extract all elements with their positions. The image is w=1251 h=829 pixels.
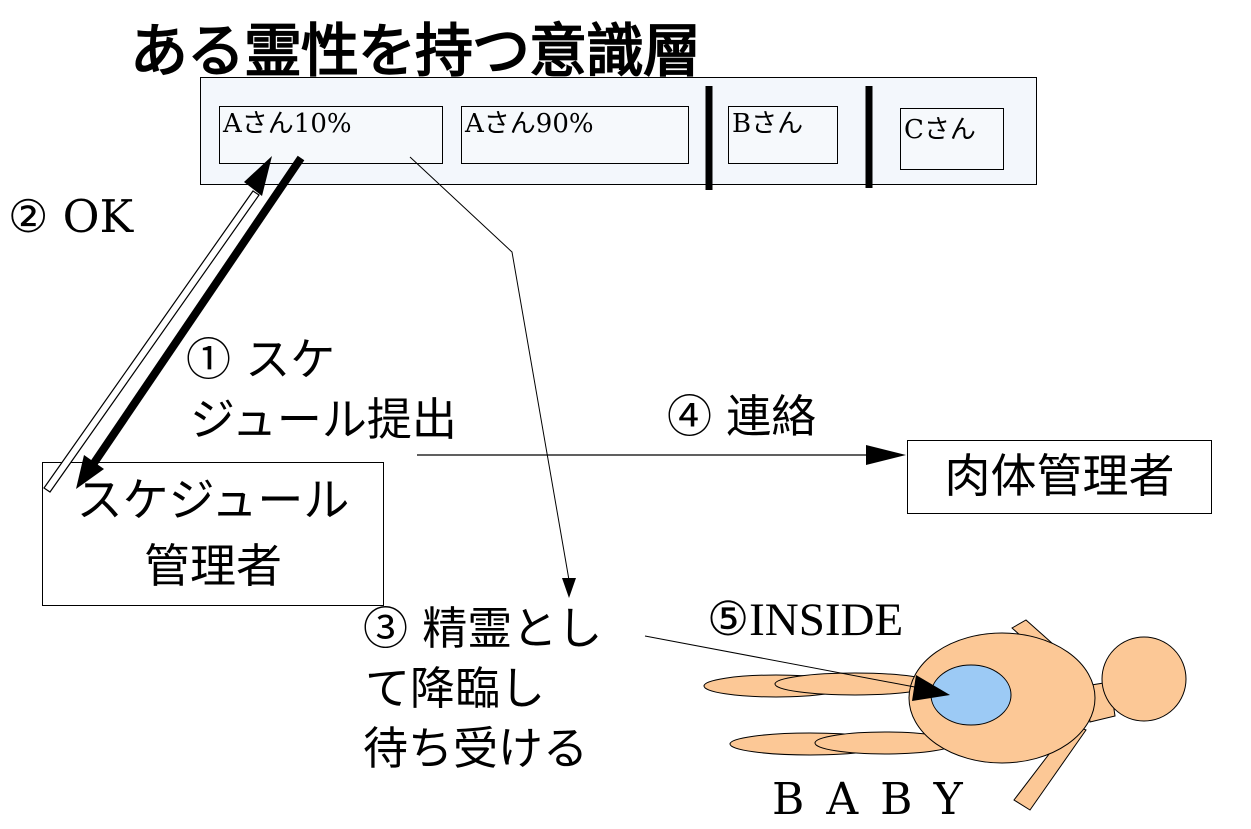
- diagram-title: ある霊性を持つ意識層: [130, 17, 701, 85]
- baby-figure: [703, 619, 1187, 811]
- submit-label-line1: ① スケ: [186, 333, 336, 386]
- descend-connector: [409, 156, 570, 581]
- inside-label: ⑤INSIDE: [707, 594, 904, 646]
- layer-cell-b: Bさん: [728, 106, 838, 164]
- ok-arrowhead: [244, 156, 272, 196]
- descend-label-line2: て降臨し: [365, 662, 546, 715]
- inside-arrow-shaft: [644, 635, 921, 689]
- baby-head: [1101, 636, 1187, 722]
- scheduler-label-line2: 管理者: [144, 539, 282, 593]
- descend-arrowhead: [562, 578, 576, 598]
- baby-label: BABY: [772, 774, 985, 825]
- layer-cell-a10: Aさん10%: [219, 106, 443, 164]
- contact-label: ④ 連絡: [667, 390, 817, 443]
- ok-label: ② OK: [8, 190, 134, 243]
- ok-arrow-shaft: [43, 190, 260, 493]
- submit-arrow-shaft: [88, 155, 305, 469]
- layer-cell-a90: Aさん90%: [461, 106, 689, 164]
- inside-arrowhead: [912, 675, 950, 701]
- body-manager-label: 肉体管理者: [944, 449, 1175, 503]
- submit-label-line2: ジュール提出: [190, 393, 457, 446]
- scheduler-label-line1: スケジュール: [76, 473, 350, 527]
- descend-label-line3: 待ち受ける: [363, 722, 589, 775]
- submit-arrowhead: [76, 455, 104, 489]
- body-manager-box: 肉体管理者: [907, 440, 1212, 514]
- scheduler-box: スケジュール 管理者: [42, 462, 384, 606]
- layer-cell-c: Cさん: [900, 108, 1004, 170]
- descend-label-line1: ③ 精霊とし: [363, 602, 603, 655]
- contact-arrowhead: [866, 445, 906, 465]
